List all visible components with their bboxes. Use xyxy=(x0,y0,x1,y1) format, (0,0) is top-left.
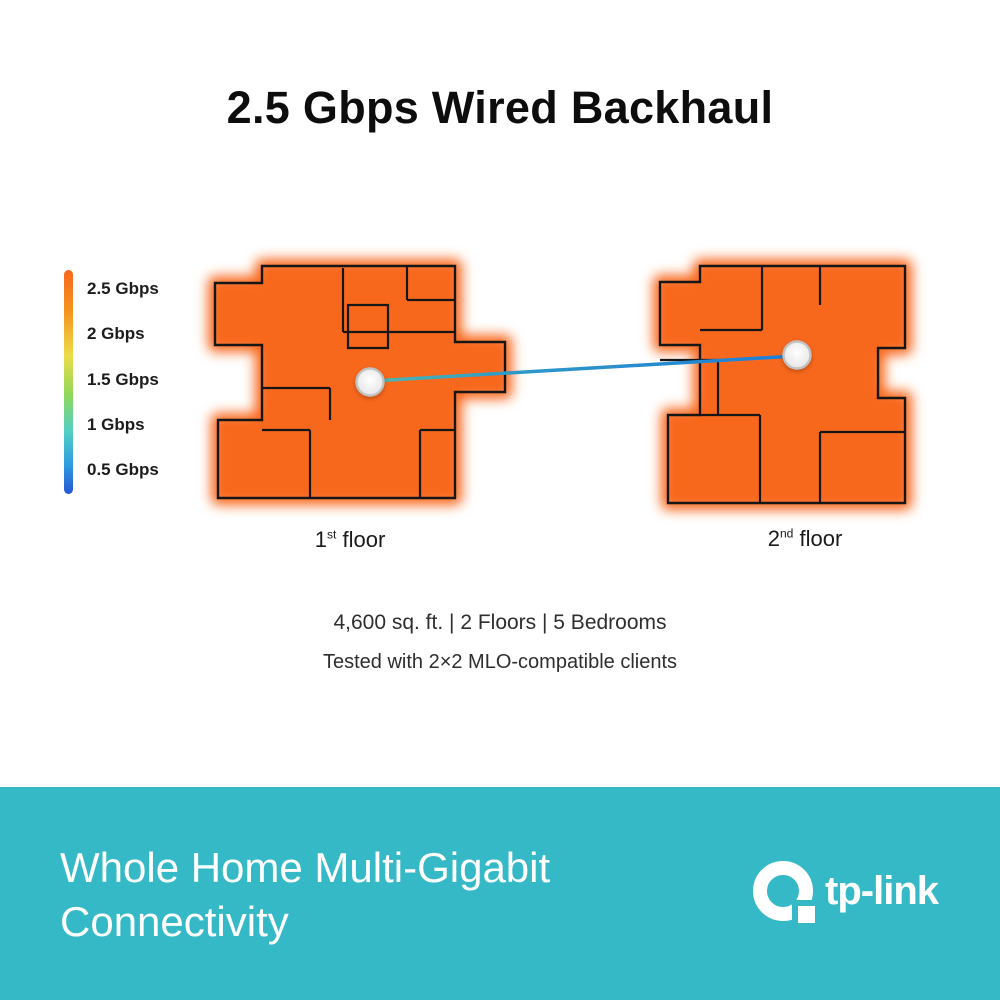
specs-line: 4,600 sq. ft. | 2 Floors | 5 Bedrooms xyxy=(333,611,667,634)
floor-2-word: floor xyxy=(799,526,843,551)
legend-label: 2 Gbps xyxy=(87,324,145,344)
mesh-node-2 xyxy=(782,340,812,370)
floor-2-walls xyxy=(660,266,905,503)
legend-gradient-bar xyxy=(64,270,73,494)
test-note-line: Tested with 2×2 MLO-compatible clients xyxy=(322,651,678,673)
banner: Whole Home Multi-Gigabit Connectivity tp… xyxy=(0,787,1000,1000)
floor-2-number: 2 xyxy=(767,526,780,551)
floor-2-outline xyxy=(658,264,907,505)
floor-1-walls xyxy=(262,266,455,498)
floor-2-heatmap xyxy=(653,259,912,510)
speed-legend: 2.5 Gbps 2 Gbps 1.5 Gbps 1 Gbps 0.5 Gbps xyxy=(64,270,159,494)
headline-title: 2.5 Gbps Wired Backhaul xyxy=(226,82,774,134)
tp-link-square-icon xyxy=(798,906,816,923)
tp-link-logo-icon xyxy=(753,861,816,923)
legend-labels: 2.5 Gbps 2 Gbps 1.5 Gbps 1 Gbps 0.5 Gbps xyxy=(87,270,159,494)
floor-2-label: 2nd floor xyxy=(768,526,843,552)
tp-link-logo: tp-link xyxy=(753,861,939,923)
legend-label: 1 Gbps xyxy=(87,414,145,434)
floor-1-word: floor xyxy=(342,527,386,552)
floor-1-outline xyxy=(213,264,507,500)
floor-1-number: 1 xyxy=(314,527,327,552)
floor-1-label: 1st floor xyxy=(315,527,386,553)
legend-label: 0.5 Gbps xyxy=(87,460,159,479)
floor-plan-2 xyxy=(653,259,912,510)
backhaul-link-line xyxy=(370,354,797,383)
floor-1-ordinal: st xyxy=(326,527,337,542)
mesh-node-1 xyxy=(355,367,385,397)
banner-headline: Whole Home Multi-Gigabit Connectivity xyxy=(60,844,551,945)
tp-link-logo-text: tp-link xyxy=(825,868,939,913)
floor-2-ordinal: nd xyxy=(779,526,794,541)
coverage-diagram xyxy=(208,259,912,510)
legend-label: 2.5 Gbps xyxy=(87,279,159,298)
legend-label: 1.5 Gbps xyxy=(87,369,159,389)
